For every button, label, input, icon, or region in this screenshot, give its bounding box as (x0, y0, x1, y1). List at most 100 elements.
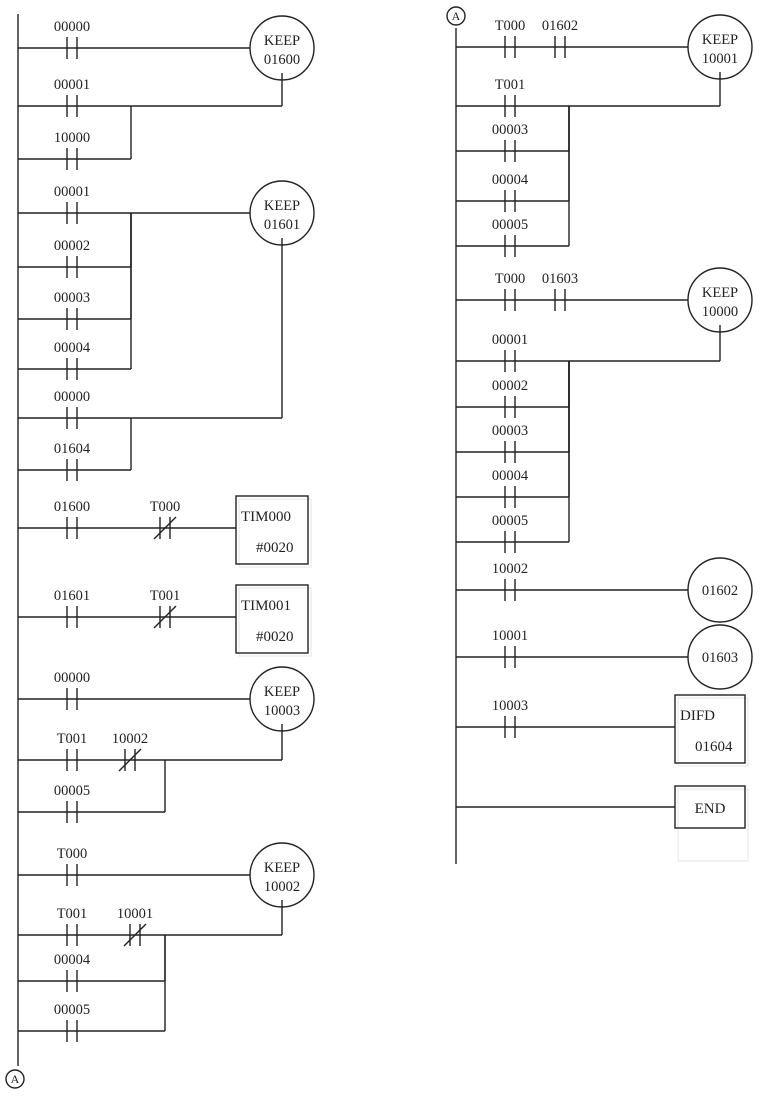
coil-instruction: KEEP (264, 684, 300, 700)
branch-reset-parallel: 00005 (18, 935, 166, 1042)
no-contact: 01600 (54, 499, 90, 539)
coil-address: 10002 (264, 879, 300, 895)
contact-label: 01602 (542, 18, 578, 34)
no-contact: 10003 (492, 698, 528, 738)
contact-label: 00004 (492, 468, 529, 484)
rung: TIM000 #0020 01600 T000 (18, 495, 312, 568)
no-contact: 01602 (542, 18, 578, 58)
no-contact: 00004 (54, 340, 91, 380)
contact-label: T001 (57, 731, 88, 747)
end-instruction: END (674, 785, 749, 862)
left-column: KEEP01600000000000110000KEEP016010000100… (5, 14, 315, 1089)
box-shadow (238, 587, 312, 657)
instruction-name: END (695, 801, 726, 817)
connector-label: A (11, 1072, 20, 1086)
no-contact: 00000 (54, 19, 90, 59)
no-contact: 00002 (54, 238, 90, 278)
branch-series: 10002 (456, 561, 688, 601)
keep-coil: KEEP 10002 (249, 842, 315, 908)
coil-address: 10000 (702, 304, 738, 320)
branch-reset-parallel: 00002 (456, 361, 570, 418)
coil-instruction: KEEP (702, 285, 738, 301)
instruction-frame (235, 584, 309, 654)
keep-coil: KEEP 10003 (249, 666, 315, 732)
coil-address: 10003 (264, 703, 300, 719)
nc-contact: T001 (150, 588, 180, 629)
coil-instruction: KEEP (264, 33, 300, 49)
no-contact: 00005 (54, 1002, 90, 1042)
no-contact: 10001 (492, 628, 528, 668)
contact-label: 01604 (54, 441, 91, 457)
branch-set: 00000 (18, 670, 250, 710)
no-contact: 00004 (54, 952, 91, 992)
branch-set-parallel: 00002 (18, 213, 132, 278)
instruction-operand: #0020 (256, 540, 294, 556)
branch-series: 10003 (456, 698, 675, 738)
instruction-box: TIM001 #0020 (235, 584, 312, 657)
no-contact: 00003 (54, 290, 90, 330)
connector-circle (5, 1069, 25, 1089)
contact-label: 00001 (492, 332, 528, 348)
contact-label: 00000 (54, 19, 90, 35)
no-contact: 00005 (54, 783, 90, 823)
instruction-frame (674, 694, 746, 764)
contact-label: 00005 (54, 783, 90, 799)
nc-slash (123, 923, 147, 947)
connector-a: A (446, 6, 466, 26)
coil-instruction: KEEP (702, 32, 738, 48)
no-contact: 00005 (492, 513, 528, 553)
coil-instruction: KEEP (264, 860, 300, 876)
no-contact: T000 (495, 18, 526, 58)
branch-set: 00000 (18, 19, 250, 59)
contact-label: 00004 (54, 952, 91, 968)
rung: TIM001 #0020 01601 T001 (18, 584, 312, 657)
rung: 01602 10002 (456, 557, 753, 623)
branch-reset: T001 (456, 72, 721, 117)
instruction-box: TIM000 #0020 (235, 495, 312, 568)
nc-contact: T000 (150, 499, 180, 540)
instruction-operand: #0020 (256, 629, 294, 645)
contact-label: 01601 (54, 588, 90, 604)
instruction-name: TIM000 (241, 509, 291, 525)
contact-label: T000 (57, 846, 88, 862)
output-coil: 01603 (687, 624, 753, 690)
coil-address: 01600 (264, 52, 300, 68)
coil-address: 01602 (702, 583, 738, 599)
contact-label: 01603 (542, 271, 578, 287)
coil-address: 01603 (702, 650, 738, 666)
contact-label: 00003 (492, 423, 528, 439)
branch-set: T000 01602 (456, 18, 688, 58)
no-contact: 00005 (492, 217, 528, 257)
branch-reset-parallel: 00005 (18, 760, 166, 823)
instruction-operand: 01604 (695, 739, 733, 755)
contact-label: T000 (495, 18, 526, 34)
contact-label: 10001 (492, 628, 528, 644)
instruction-name: TIM001 (241, 598, 291, 614)
contact-label: 01600 (54, 499, 90, 515)
no-contact: 10000 (54, 130, 90, 170)
contact-label: 10003 (492, 698, 528, 714)
no-contact: 01601 (54, 588, 90, 628)
contact-label: 10000 (54, 130, 90, 146)
nc-contact: 10002 (112, 731, 148, 772)
keep-coil: KEEP 10000 (687, 267, 753, 333)
branch-reset: T001 10002 (18, 724, 283, 772)
rung: END (456, 785, 749, 862)
instruction-frame (235, 495, 309, 565)
contact-label: 00004 (492, 172, 529, 188)
nc-contact: 10001 (117, 906, 153, 947)
nc-slash (118, 748, 142, 772)
contact-label: 00001 (54, 77, 90, 93)
no-contact: 00000 (54, 389, 90, 429)
contact-label: 10002 (112, 731, 148, 747)
branch-series: 01601 T001 (18, 588, 236, 629)
branch-reset-parallel: 00004 (18, 935, 166, 992)
no-contact: T000 (57, 846, 88, 886)
coil-address: 01601 (264, 217, 300, 233)
no-contact: 01604 (54, 441, 91, 481)
output-coil: 01602 (687, 557, 753, 623)
